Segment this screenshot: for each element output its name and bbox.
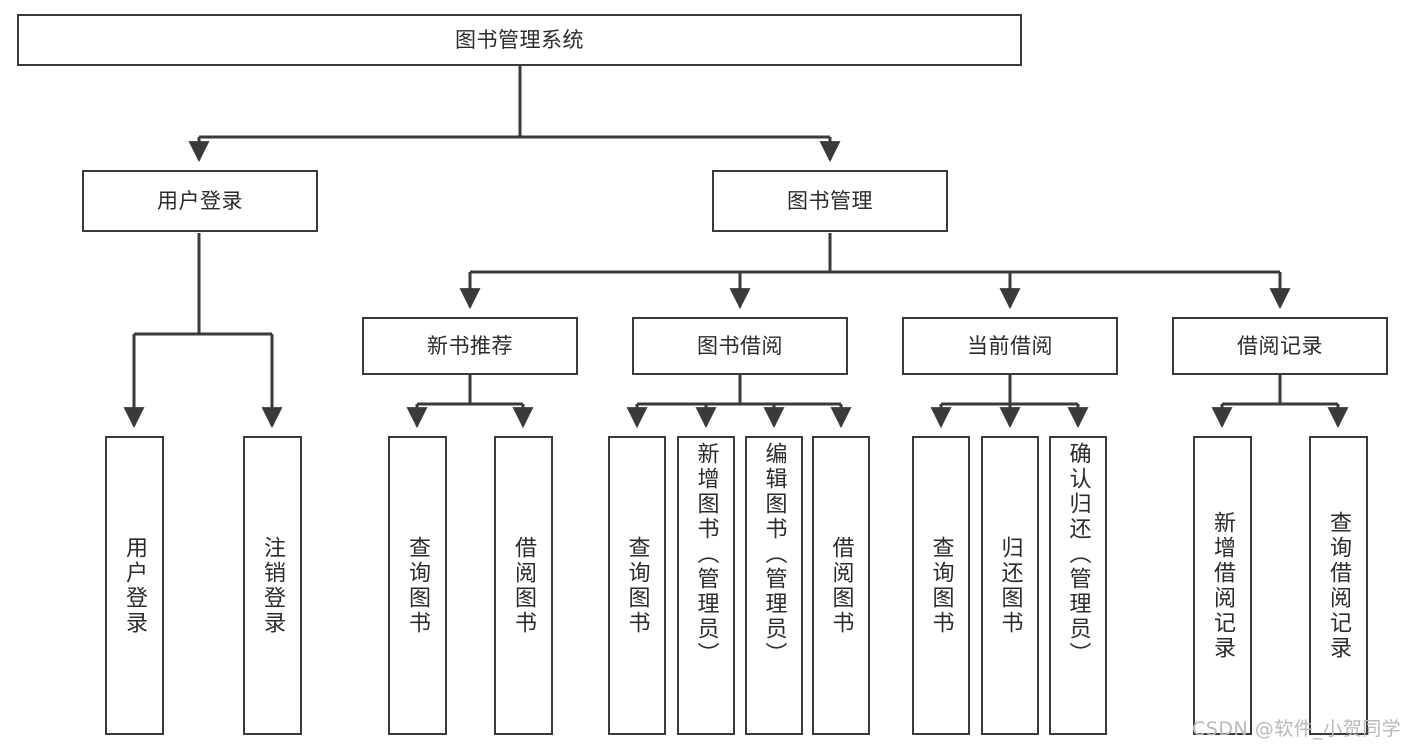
node-label: 新书推荐 [427,333,513,358]
node-label: 查询图书 [405,535,431,636]
node-label: 用户登录 [122,535,148,636]
node-current-borrow[interactable]: 当前借阅 [902,317,1118,375]
leaf-borrow-book-2[interactable]: 借阅图书 [812,436,870,735]
node-book-borrow[interactable]: 图书借阅 [632,317,848,375]
leaf-query-book-2[interactable]: 查询图书 [608,436,666,735]
leaf-query-book-1[interactable]: 查询图书 [388,436,447,735]
node-label: 新增借阅记录 [1210,510,1236,661]
node-label: 注销登录 [260,535,286,636]
node-label: 图书借阅 [697,333,783,358]
leaf-return-book[interactable]: 归还图书 [981,436,1039,735]
node-label: 编辑图书（管理员） [761,442,787,667]
node-label: 借阅图书 [511,535,537,636]
node-label: 查询借阅记录 [1326,510,1352,661]
leaf-add-borrow-record[interactable]: 新增借阅记录 [1193,436,1252,735]
node-label: 借阅记录 [1237,333,1323,358]
node-user-login[interactable]: 用户登录 [82,170,318,232]
leaf-query-borrow-record[interactable]: 查询借阅记录 [1309,436,1368,735]
node-label: 查询图书 [624,535,650,636]
node-label: 借阅图书 [828,535,854,636]
node-label: 查询图书 [928,535,954,636]
node-new-book-recommend[interactable]: 新书推荐 [362,317,578,375]
leaf-edit-book-admin[interactable]: 编辑图书（管理员） [745,436,803,735]
leaf-user-login[interactable]: 用户登录 [105,436,164,735]
node-book-management[interactable]: 图书管理 [712,170,948,232]
leaf-query-book-3[interactable]: 查询图书 [912,436,970,735]
watermark-text: CSDN @软件_小贺同学 [1192,718,1402,740]
node-borrow-record[interactable]: 借阅记录 [1172,317,1388,375]
leaf-confirm-return-admin[interactable]: 确认归还（管理员） [1049,436,1107,735]
node-label: 图书管理 [787,188,873,213]
leaf-logout-login[interactable]: 注销登录 [243,436,302,735]
node-label: 新增图书（管理员） [693,442,719,667]
node-label: 用户登录 [157,188,243,213]
node-label: 图书管理系统 [455,27,584,52]
node-label: 归还图书 [997,535,1023,636]
node-label: 确认归还（管理员） [1065,442,1091,667]
leaf-borrow-book-1[interactable]: 借阅图书 [494,436,553,735]
node-root-book-management-system[interactable]: 图书管理系统 [17,14,1022,66]
node-label: 当前借阅 [967,333,1053,358]
leaf-add-book-admin[interactable]: 新增图书（管理员） [677,436,735,735]
